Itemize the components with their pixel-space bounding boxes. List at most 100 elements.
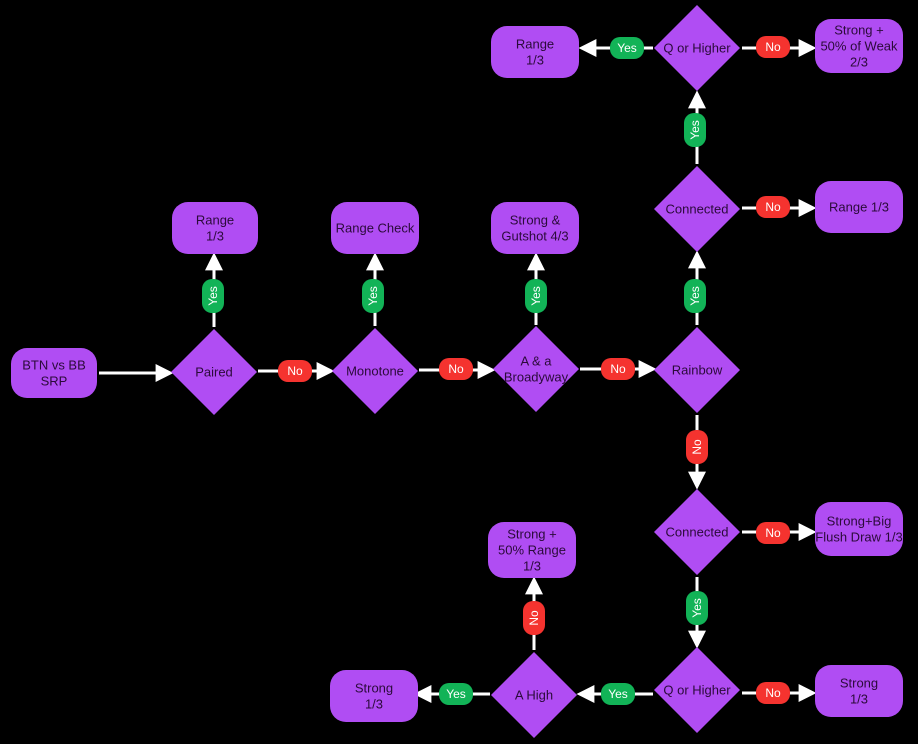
no-text: No xyxy=(448,362,464,376)
node-q-higher-bottom: Q or Higher xyxy=(654,647,740,733)
node-range-connected-no: Range 1/3 xyxy=(815,181,903,233)
outcome-box xyxy=(488,522,576,578)
yes-label-connected_top-to-q_higher_top: Yes xyxy=(684,113,706,147)
yes-label-q_higher_bottom-to-a_high: Yes xyxy=(601,683,635,705)
no-pill xyxy=(686,430,708,464)
node-label-line: 50% Range xyxy=(498,543,566,558)
node-label-line: Strong xyxy=(840,676,878,691)
node-label-line: Broadyway xyxy=(504,370,569,385)
node-label-line: Strong & xyxy=(510,213,561,228)
node-label-line: 1/3 xyxy=(365,697,383,712)
outcome-box xyxy=(815,181,903,233)
outcome-box xyxy=(172,202,258,254)
no-pill xyxy=(523,601,545,635)
node-label-line: 1/3 xyxy=(523,559,541,574)
no-label-monotone-to-ace_broadway: No xyxy=(439,358,473,380)
yes-pill xyxy=(610,37,644,59)
node-label-line: Gutshot 4/3 xyxy=(501,229,568,244)
no-label-ace_broadway-to-rainbow: No xyxy=(601,358,635,380)
no-text: No xyxy=(765,200,781,214)
node-label-line: Range xyxy=(196,213,234,228)
no-text: No xyxy=(527,610,541,626)
node-label-line: Q or Higher xyxy=(663,41,731,56)
yes-text: Yes xyxy=(608,687,628,701)
node-label-line: Strong + xyxy=(507,527,557,542)
outcome-box xyxy=(815,502,903,556)
decision-diamond xyxy=(654,5,740,91)
no-label-connected_bottom-to-strong_flush: No xyxy=(756,522,790,544)
node-connected-bottom: Connected xyxy=(654,489,740,575)
node-label-line: A & a xyxy=(520,354,552,369)
node-label-line: Paired xyxy=(195,365,233,380)
yes-pill xyxy=(362,279,384,313)
node-label-line: 2/3 xyxy=(850,55,868,70)
node-connected-top: Connected xyxy=(654,166,740,252)
outcome-box xyxy=(491,202,579,254)
no-label-connected_top-to-range_connected_no: No xyxy=(756,196,790,218)
no-text: No xyxy=(765,40,781,54)
yes-pill xyxy=(439,683,473,705)
node-label-line: Monotone xyxy=(346,364,404,379)
node-label-line: 50% of Weak xyxy=(820,39,898,54)
yes-label-q_higher_top-to-range_top: Yes xyxy=(610,37,644,59)
node-label-line: Strong xyxy=(355,681,393,696)
node-label-line: 1/3 xyxy=(526,53,544,68)
yes-text: Yes xyxy=(529,286,543,306)
yes-pill xyxy=(525,279,547,313)
decision-diamond xyxy=(493,326,579,412)
no-label-q_higher_bottom-to-strong_bottom_right: No xyxy=(756,682,790,704)
no-text: No xyxy=(287,364,303,378)
decision-diamond xyxy=(654,166,740,252)
outcome-box xyxy=(491,26,579,78)
no-pill xyxy=(756,682,790,704)
yes-text: Yes xyxy=(688,286,702,306)
outcome-box xyxy=(815,665,903,717)
yes-text: Yes xyxy=(366,286,380,306)
no-text: No xyxy=(765,526,781,540)
decision-diamond xyxy=(654,647,740,733)
yes-text: Yes xyxy=(206,286,220,306)
yes-pill xyxy=(202,279,224,313)
node-label-line: Rainbow xyxy=(672,363,723,378)
yes-pill xyxy=(686,591,708,625)
no-pill xyxy=(278,360,312,382)
node-label-line: Flush Draw 1/3 xyxy=(815,530,902,545)
no-text: No xyxy=(610,362,626,376)
outcome-box xyxy=(330,670,418,722)
node-label-line: A High xyxy=(515,688,553,703)
yes-label-a_high-to-strong_bottom_left: Yes xyxy=(439,683,473,705)
yes-text: Yes xyxy=(617,41,637,55)
node-label-line: Strong+Big xyxy=(827,514,892,529)
node-label-line: Strong + xyxy=(834,23,884,38)
yes-label-rainbow-to-connected_top: Yes xyxy=(684,279,706,313)
no-label-q_higher_top-to-strong_weak: No xyxy=(756,36,790,58)
node-strong-gutshot: Strong &Gutshot 4/3 xyxy=(491,202,579,254)
node-label-line: Range Check xyxy=(336,221,415,236)
node-label-line: BTN vs BB xyxy=(22,358,86,373)
node-q-higher-top: Q or Higher xyxy=(654,5,740,91)
node-label-line: Q or Higher xyxy=(663,683,731,698)
node-monotone: Monotone xyxy=(332,328,418,414)
no-pill xyxy=(756,36,790,58)
no-pill xyxy=(439,358,473,380)
node-label-line: 1/3 xyxy=(850,692,868,707)
node-label-line: 1/3 xyxy=(206,229,224,244)
yes-pill xyxy=(684,113,706,147)
node-paired: Paired xyxy=(171,329,257,415)
yes-label-paired-to-range_paired: Yes xyxy=(202,279,224,313)
yes-text: Yes xyxy=(688,120,702,140)
node-label-line: Range 1/3 xyxy=(829,200,889,215)
yes-text: Yes xyxy=(446,687,466,701)
yes-text: Yes xyxy=(690,598,704,618)
no-label-paired-to-monotone: No xyxy=(278,360,312,382)
